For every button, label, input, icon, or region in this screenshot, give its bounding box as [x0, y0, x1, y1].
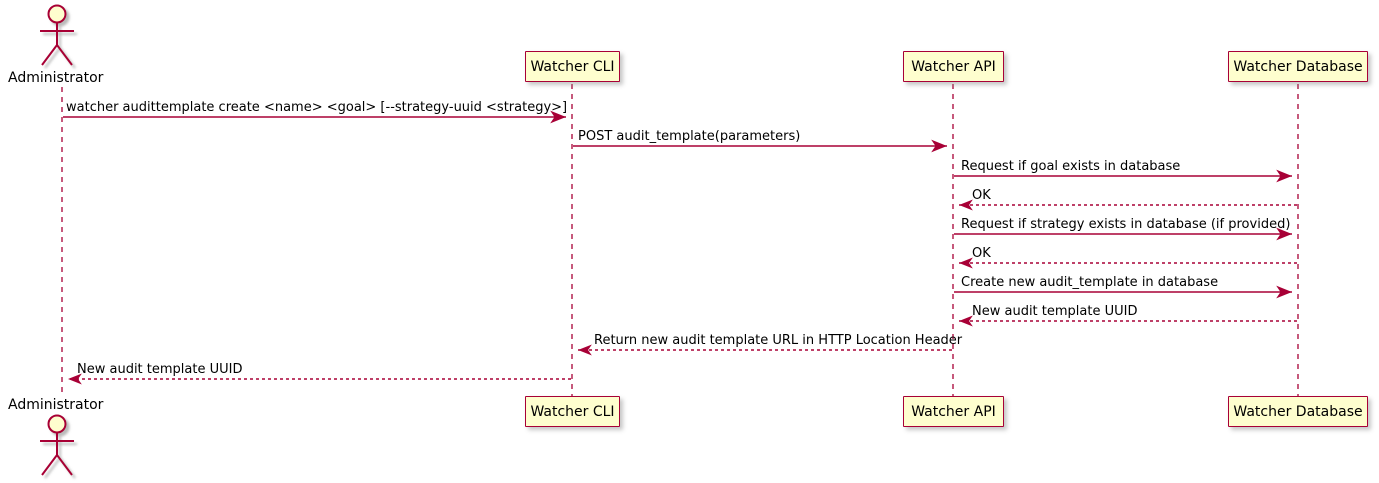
message-label-1: watcher audittemplate create <name> <goa… — [66, 100, 568, 115]
actor-label-administrator-top: Administrator — [8, 70, 104, 86]
participant-label: Watcher CLI — [530, 58, 615, 75]
participant-box-watcher-api-top[interactable]: Watcher API — [903, 51, 1004, 82]
message-label-2: POST audit_template(parameters) — [578, 129, 801, 144]
message-label-6: OK — [972, 246, 991, 261]
message-label-9: Return new audit template URL in HTTP Lo… — [594, 333, 963, 348]
message-label-3: Request if goal exists in database — [961, 159, 1181, 174]
participant-box-watcher-cli-bottom[interactable]: Watcher CLI — [525, 396, 620, 427]
participant-box-watcher-database-top[interactable]: Watcher Database — [1228, 51, 1368, 82]
participant-box-watcher-api-bottom[interactable]: Watcher API — [903, 396, 1004, 427]
message-label-10: New audit template UUID — [77, 362, 243, 377]
actor-label-administrator-bottom: Administrator — [8, 397, 104, 413]
actor-administrator-bottom — [40, 414, 74, 476]
participant-box-watcher-cli-top[interactable]: Watcher CLI — [525, 51, 620, 82]
participant-label: Watcher CLI — [530, 403, 615, 420]
participant-label: Watcher API — [911, 403, 996, 420]
message-label-5: Request if strategy exists in database (… — [961, 217, 1291, 232]
message-label-7: Create new audit_template in database — [961, 275, 1219, 290]
message-label-4: OK — [972, 188, 991, 203]
participant-label: Watcher API — [911, 58, 996, 75]
actor-administrator-top — [40, 4, 74, 66]
participant-label: Watcher Database — [1233, 403, 1363, 420]
message-label-8: New audit template UUID — [972, 304, 1138, 319]
participant-box-watcher-database-bottom[interactable]: Watcher Database — [1228, 396, 1368, 427]
participant-label: Watcher Database — [1233, 58, 1363, 75]
